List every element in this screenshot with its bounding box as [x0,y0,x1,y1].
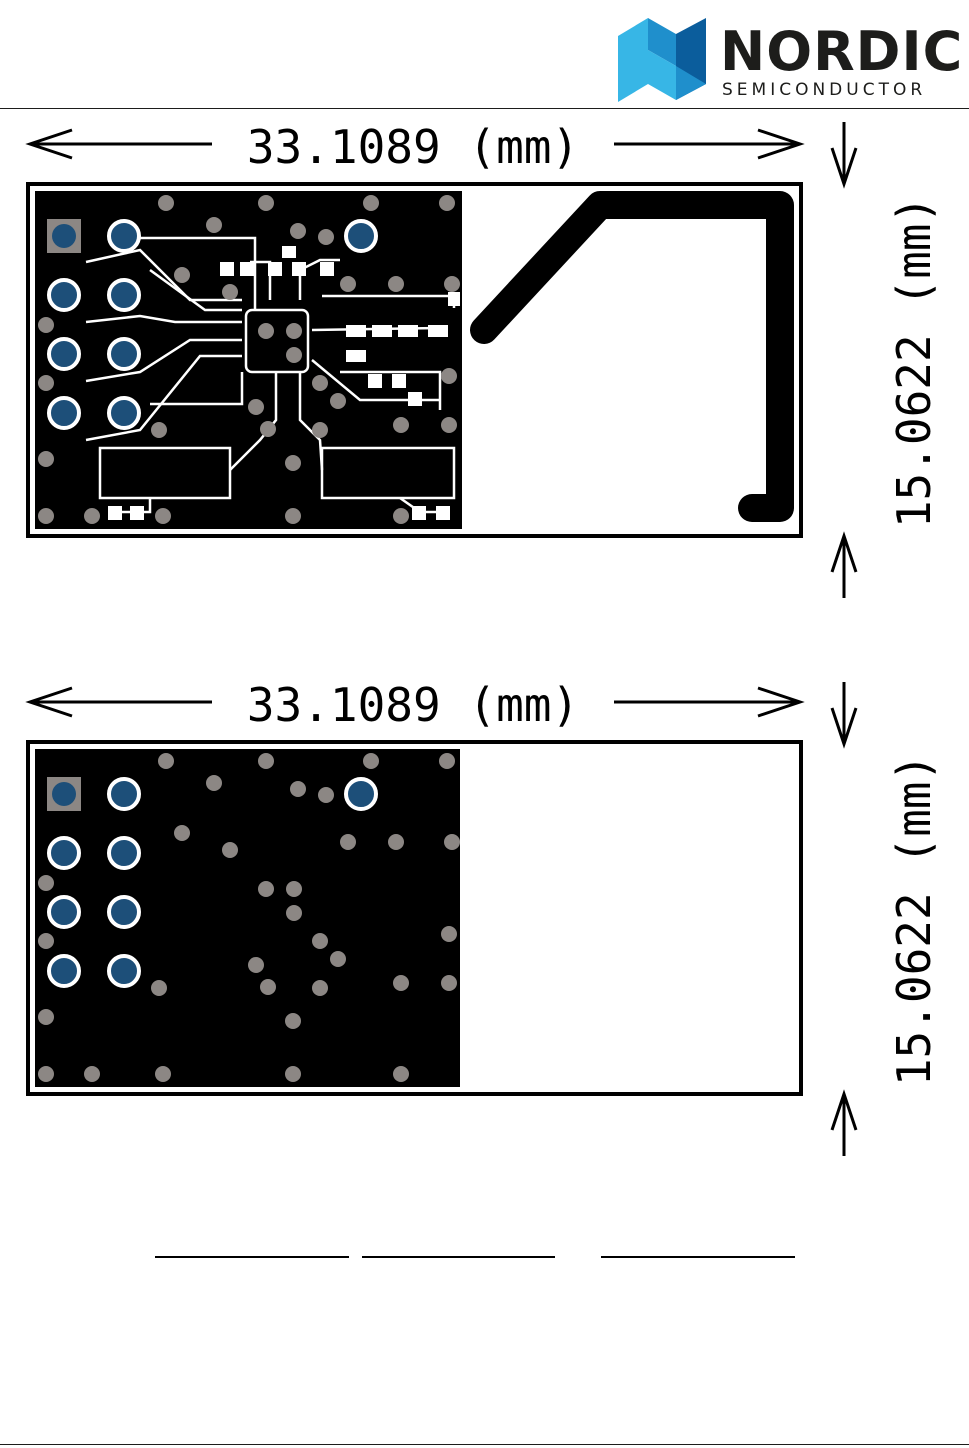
bottom-width-label: 33.1089 (mm) [247,678,579,732]
top-smd-pads [108,246,460,520]
nordic-n-logo-icon [618,18,706,102]
bottom-layer-view: 33.1089 (mm) 15.0622 (mm) [25,678,941,1156]
bottom-width-dimension: 33.1089 (mm) [25,678,805,732]
top-layer-view: 33.1089 (mm) 15.0622 (mm) [25,120,941,598]
top-copper-pour [35,191,462,529]
nordic-logo: NORDIC SEMICONDUCTOR [612,14,962,106]
top-width-label: 33.1089 (mm) [247,120,579,174]
bottom-height-dimension: 15.0622 (mm) [830,682,941,1156]
brand-subtitle: SEMICONDUCTOR [722,80,927,100]
top-height-dimension: 15.0622 (mm) [830,122,941,598]
footer-rule [0,1444,969,1445]
top-width-dimension: 33.1089 (mm) [25,120,805,174]
brand-name: NORDIC [720,20,964,83]
top-height-label: 15.0622 (mm) [887,196,941,528]
header-rule [0,108,969,109]
bottom-height-label: 15.0622 (mm) [887,754,941,1086]
pcb-antenna-trace [470,191,794,522]
bottom-copper-pour [35,749,460,1087]
